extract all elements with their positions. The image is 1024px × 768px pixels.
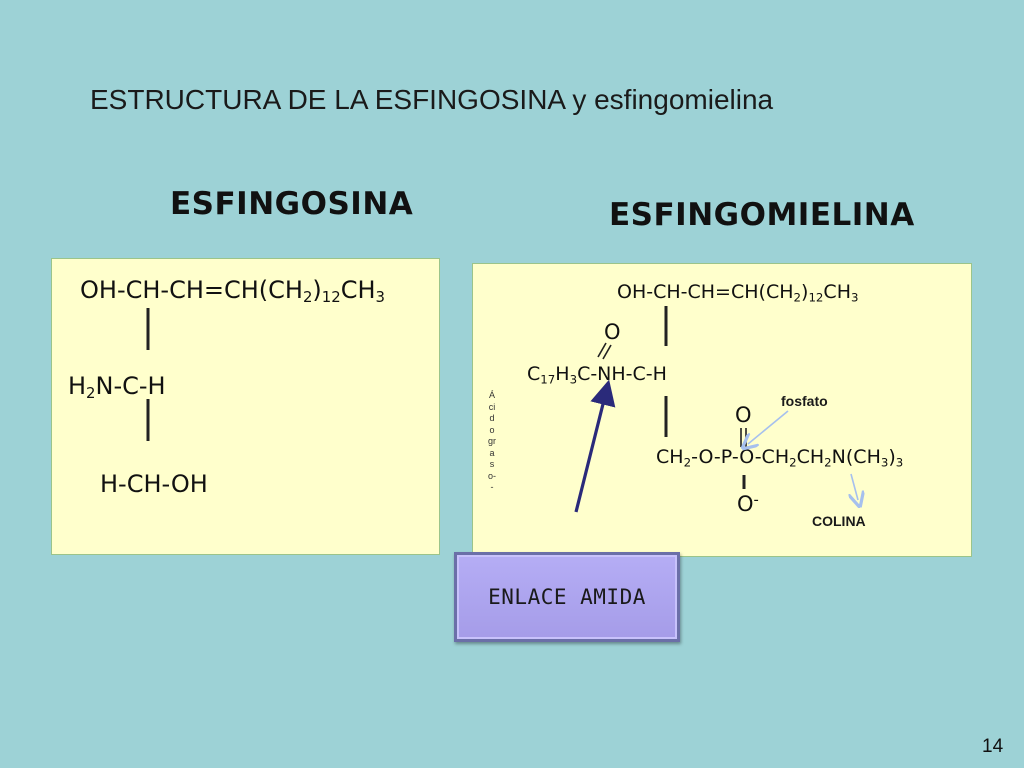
acido-graso-char: o (489, 424, 495, 435)
colina-label: COLINA (812, 513, 866, 529)
esfingomielina-structure-box (472, 263, 972, 557)
enlace-amida-button[interactable]: ENLACE AMIDA (454, 552, 680, 642)
acido-graso-char: Á (488, 390, 495, 400)
esfingosina-chain-formula: OH-CH-CH=CH(CH2)12CH3 (80, 276, 386, 307)
esfingomielina-acyl-formula: C17H3C-NH-C-H (527, 363, 667, 387)
acido-graso-char: s (489, 459, 495, 469)
phosphate-oxygen: O (735, 403, 752, 427)
amide-bond-arrow (574, 379, 616, 513)
fosfato-arrow (748, 410, 789, 444)
esfingosina-structure-box (51, 258, 440, 555)
acido-graso-char: d (489, 413, 495, 423)
acido-graso-char: o- (487, 470, 496, 481)
acido-graso-char: a (489, 447, 495, 458)
esfingosina-bottom-formula: H-CH-OH (100, 470, 208, 498)
acido-graso-char: gr (487, 436, 496, 446)
double-bond (597, 342, 607, 358)
esfingomielina-heading: ESFINGOMIELINA (609, 197, 915, 233)
esfingomielina-chain-formula: OH-CH-CH=CH(CH2)12CH3 (617, 281, 859, 305)
acido-graso-char: ci (488, 401, 496, 412)
esfingosina-heading: ESFINGOSINA (170, 186, 414, 222)
slide-title: ESTRUCTURA DE LA ESFINGOSINA y esfingomi… (90, 84, 774, 115)
double-bond (602, 344, 612, 360)
enlace-amida-label: ENLACE AMIDA (488, 585, 646, 609)
colina-arrow (851, 473, 858, 500)
carbonyl-oxygen: O (604, 320, 621, 344)
fosfato-label: fosfato (781, 393, 828, 409)
acido-graso-char: - (490, 482, 494, 492)
acido-graso-vertical-label: Á ci d o gr a s o- - (483, 390, 501, 494)
esfingosina-amine-formula: H2N-C-H (68, 372, 166, 403)
esfingomielina-bottom-formula: CH2-O-P-O-CH2CH2N(CH3)3 (656, 446, 904, 470)
phosphate-oxide: O- (737, 491, 759, 516)
page-number: 14 (982, 736, 1004, 757)
